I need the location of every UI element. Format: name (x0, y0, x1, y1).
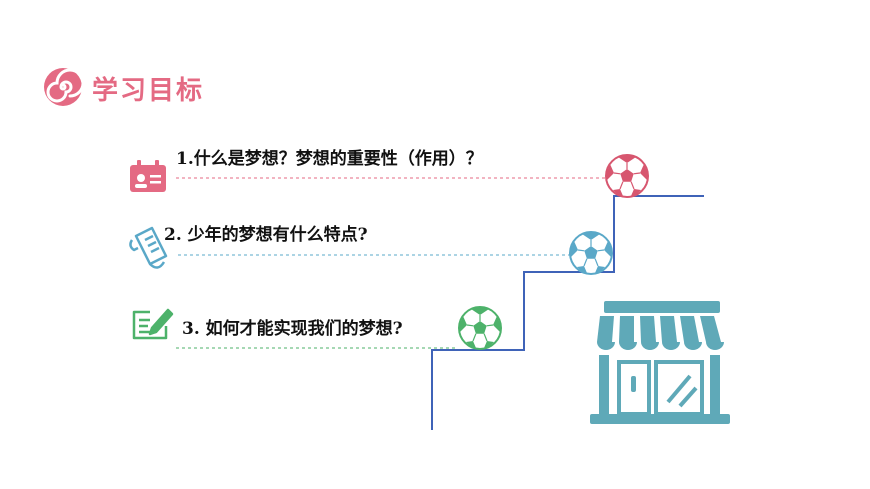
stairs-outline (431, 195, 704, 430)
spiral-icon (44, 68, 85, 106)
page-title: 学习目标 (92, 76, 205, 106)
objective-3-text: 3. 如何才能实现我们的梦想? (182, 319, 403, 339)
notepad-pen-icon (132, 308, 174, 340)
soccer-ball-icon (605, 154, 649, 198)
shop-icon (590, 301, 730, 424)
objective-1-text: 1.什么是梦想？梦想的重要性（作用）？ (176, 149, 483, 169)
soccer-ball-icon (569, 231, 613, 275)
id-card-icon (130, 160, 166, 192)
scroll-icon (129, 226, 168, 269)
objective-2-text: 2. 少年的梦想有什么特点? (164, 225, 368, 245)
soccer-ball-icon (458, 306, 502, 350)
